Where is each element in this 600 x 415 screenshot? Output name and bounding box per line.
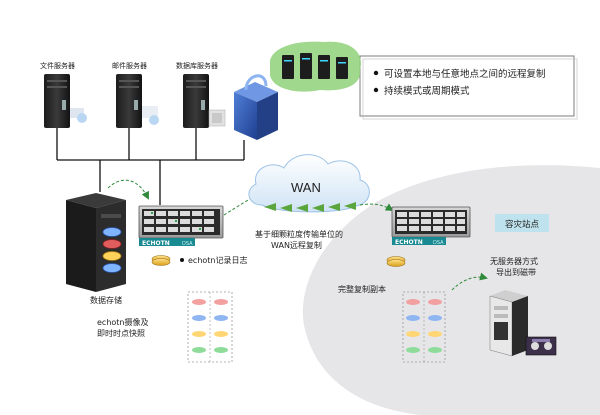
wan-caption-line2: WAN远程复制 [271, 240, 322, 250]
left-appliance-brand: ECHOTN [142, 240, 170, 247]
dr-site-badge: 容灾站点 [495, 214, 549, 232]
info-item-2: 持续模式或周期模式 [384, 85, 470, 97]
network-gateway-icon [234, 74, 278, 140]
wan-transfer-arrows [264, 202, 356, 212]
wan-label: WAN [291, 180, 321, 195]
mail-server-label: 邮件服务器 [112, 61, 147, 70]
left-replication-appliance: ECHOTN DSA [138, 205, 224, 247]
tape-export-label-line2: 导出到磁带 [496, 267, 536, 277]
tape-backup-server [489, 290, 557, 357]
database-server-label: 数据库服务器 [176, 61, 218, 70]
network-lines [56, 128, 245, 205]
journal-log-label: echotn记录日志 [188, 255, 248, 265]
server-cluster-icon [270, 41, 361, 92]
snapshot-label-line1: echotn摄像及 [97, 317, 149, 327]
data-storage-tower: 数据存储 [66, 193, 126, 305]
mail-server: 邮件服务器 [112, 61, 159, 128]
dr-appliance-model: DSA [433, 240, 444, 246]
storage-to-appliance-arrow [107, 179, 149, 200]
replica-label: 完整复制副本 [338, 284, 386, 294]
replica-stack: 完整复制副本 [338, 284, 446, 363]
wan-cloud: WAN 基于细颗粒度传输单位的 WAN远程复制 [248, 154, 370, 250]
info-item-1: 可设置本地与任意地点之间的远程复制 [384, 68, 546, 80]
info-bullet [373, 70, 379, 76]
dr-replication-appliance: ECHOTN DSA [386, 206, 471, 267]
database-server: 数据库服务器 [176, 61, 226, 128]
file-server-label: 文件服务器 [40, 61, 75, 70]
wan-to-dr-arrow [359, 203, 394, 212]
journal-log-icon: echotn记录日志 [151, 255, 248, 266]
snapshot-label-line2: 即时时点快照 [97, 328, 145, 338]
file-server: 文件服务器 [40, 61, 87, 128]
info-bullet [373, 87, 379, 93]
tape-export-label-line1: 无服务器方式 [490, 256, 538, 266]
tape-cartridge-icon [525, 336, 557, 356]
dr-appliance-brand: ECHOTN [395, 239, 423, 246]
snapshot-stack: echotn摄像及 即时时点快照 [97, 291, 233, 363]
left-appliance-model: DSA [182, 241, 193, 247]
data-storage-label: 数据存储 [90, 295, 122, 305]
dr-site-label: 容灾站点 [505, 219, 540, 230]
wan-caption-line1: 基于细颗粒度传输单位的 [255, 229, 343, 239]
info-box: 可设置本地与任意地点之间的远程复制 持续模式或周期模式 [359, 55, 578, 120]
